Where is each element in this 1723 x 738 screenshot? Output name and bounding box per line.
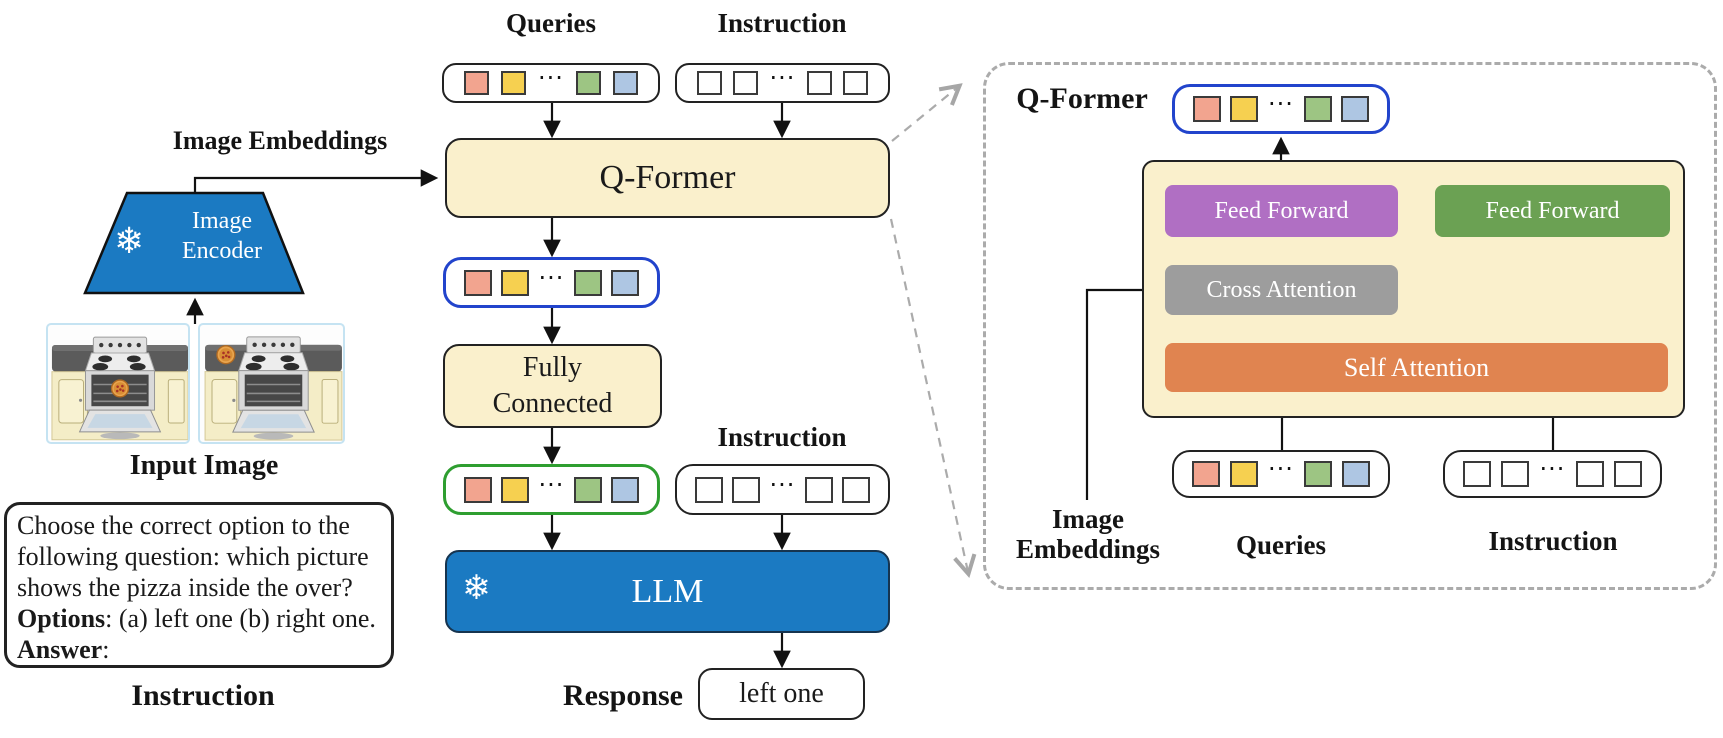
image-embeddings-label-detail: Image Embeddings bbox=[1015, 504, 1161, 565]
qformer-output-tokens-detail: ··· bbox=[1172, 84, 1390, 134]
qformer-box: Q-Former bbox=[445, 138, 890, 218]
qformer-output-tokens: ··· bbox=[443, 257, 660, 308]
input-image-right-oven bbox=[198, 323, 345, 444]
query-token bbox=[575, 71, 601, 95]
query-token bbox=[1192, 461, 1221, 487]
query-token bbox=[611, 269, 640, 296]
instruction-line-3: shows the pizza inside the over? bbox=[17, 573, 353, 602]
fully-connected-box: Fully Connected bbox=[443, 344, 662, 428]
query-token bbox=[1341, 461, 1370, 487]
ellipsis: ··· bbox=[1268, 455, 1294, 483]
query-token bbox=[501, 476, 530, 503]
queries-tokens: ··· bbox=[442, 63, 660, 103]
query-token bbox=[1230, 96, 1259, 122]
projected-tokens: ··· bbox=[443, 464, 660, 515]
query-token bbox=[1192, 96, 1221, 122]
query-token bbox=[1230, 461, 1259, 487]
instruction-tokens-mid: ··· bbox=[675, 464, 890, 515]
instruction-token bbox=[843, 71, 869, 95]
ellipsis: ··· bbox=[1268, 90, 1294, 118]
instruction-label-bottom-left: Instruction bbox=[131, 679, 275, 712]
ellipsis: ··· bbox=[538, 470, 565, 499]
self-attention-box: Self Attention bbox=[1165, 343, 1668, 392]
ellipsis: ··· bbox=[538, 263, 565, 292]
ellipsis: ··· bbox=[769, 470, 796, 499]
input-image-left-oven bbox=[46, 323, 190, 444]
response-label: Response bbox=[562, 679, 683, 712]
query-token bbox=[501, 269, 530, 296]
instruction-token bbox=[842, 476, 871, 503]
cross-attention-box: Cross Attention bbox=[1165, 265, 1398, 315]
image-encoder-text: Image Encoder bbox=[182, 208, 262, 264]
ellipsis: ··· bbox=[1539, 455, 1566, 483]
feed-forward-left-box: Feed Forward bbox=[1165, 185, 1398, 237]
query-token bbox=[1303, 461, 1332, 487]
instruction-line-1: Choose the correct option to the bbox=[17, 511, 350, 540]
queries-tokens-detail: ··· bbox=[1172, 450, 1390, 498]
query-token bbox=[501, 71, 527, 95]
instruction-token bbox=[1575, 461, 1604, 487]
query-token bbox=[1341, 96, 1370, 122]
feed-forward-right-box: Feed Forward bbox=[1435, 185, 1670, 237]
response-box: left one bbox=[698, 668, 865, 720]
instruction-label-mid: Instruction bbox=[717, 422, 847, 452]
instruction-token bbox=[733, 71, 759, 95]
qformer-detail-title: Q-Former bbox=[1016, 82, 1148, 115]
oven-pizza-inside-illustration bbox=[51, 336, 188, 441]
llm-box: LLM bbox=[445, 550, 890, 633]
instruction-token bbox=[696, 71, 722, 95]
query-token bbox=[1303, 96, 1332, 122]
oven-pizza-on-counter-illustration bbox=[204, 336, 343, 441]
instruction-label-detail: Instruction bbox=[1488, 526, 1618, 556]
instruction-token bbox=[806, 71, 832, 95]
instruction-label-top: Instruction bbox=[717, 8, 847, 38]
snowflake-icon: ❄ bbox=[114, 221, 145, 262]
instruction-line-5: Answer: bbox=[17, 635, 110, 664]
input-image-label: Input Image bbox=[129, 450, 279, 481]
instruction-token bbox=[694, 476, 723, 503]
query-token bbox=[463, 476, 492, 503]
instruction-token bbox=[1501, 461, 1530, 487]
instruction-token bbox=[732, 476, 761, 503]
instruction-token bbox=[1463, 461, 1492, 487]
snowflake-icon: ❄ bbox=[462, 568, 491, 608]
ellipsis: ··· bbox=[769, 64, 796, 92]
instruction-token bbox=[1613, 461, 1642, 487]
query-token bbox=[611, 476, 640, 503]
qformer-detail-panel bbox=[983, 62, 1717, 590]
query-token bbox=[573, 269, 602, 296]
image-encoder-trapezoid bbox=[83, 191, 305, 295]
instruction-text-box: Choose the correct option to the followi… bbox=[4, 502, 394, 668]
instruction-tokens-detail: ··· bbox=[1443, 450, 1662, 498]
instruction-tokens-top: ··· bbox=[675, 63, 890, 103]
query-token bbox=[573, 476, 602, 503]
queries-label-top: Queries bbox=[506, 8, 596, 38]
instruction-token bbox=[804, 476, 833, 503]
instruction-line-2: following question: which picture bbox=[17, 542, 369, 571]
query-token bbox=[612, 71, 638, 95]
ellipsis: ··· bbox=[538, 64, 564, 92]
instruction-line-4: Options: (a) left one (b) right one. bbox=[17, 604, 376, 633]
query-token bbox=[463, 269, 492, 296]
queries-label-detail: Queries bbox=[1236, 530, 1326, 560]
query-token bbox=[464, 71, 490, 95]
image-embeddings-label: Image Embeddings bbox=[172, 126, 388, 155]
